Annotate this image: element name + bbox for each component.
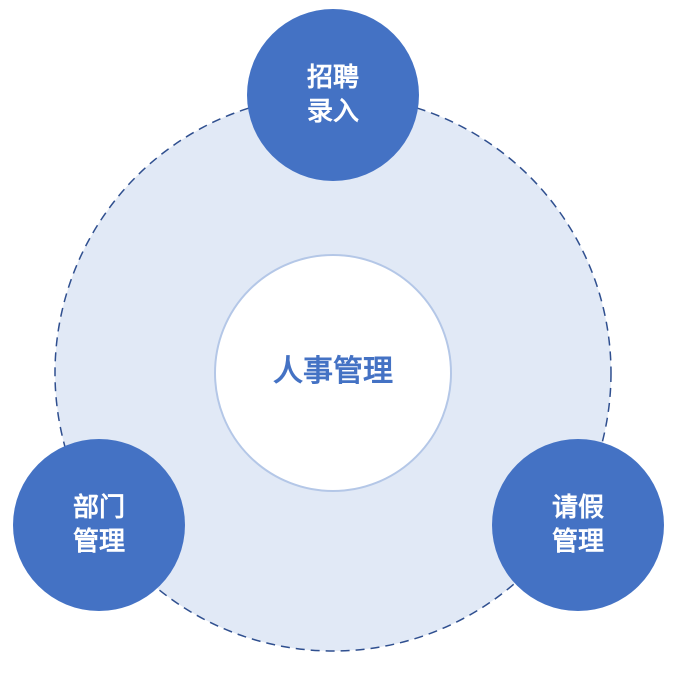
node-line1: 请假 [551,493,604,523]
node-department-circle [13,439,185,611]
node-recruit-label: 招聘 录入 [253,61,413,129]
node-line2: 管理 [72,527,125,557]
node-leave-circle [492,439,664,611]
node-line1: 部门 [72,493,125,523]
node-recruit-circle [247,9,419,181]
node-department-label: 部门 管理 [19,491,179,559]
center-circle [214,254,452,492]
node-leave-label: 请假 管理 [498,491,658,559]
node-line1: 招聘 [306,63,359,93]
node-line2: 管理 [551,527,604,557]
center-label: 人事管理 [273,354,393,389]
node-line2: 录入 [306,97,359,127]
